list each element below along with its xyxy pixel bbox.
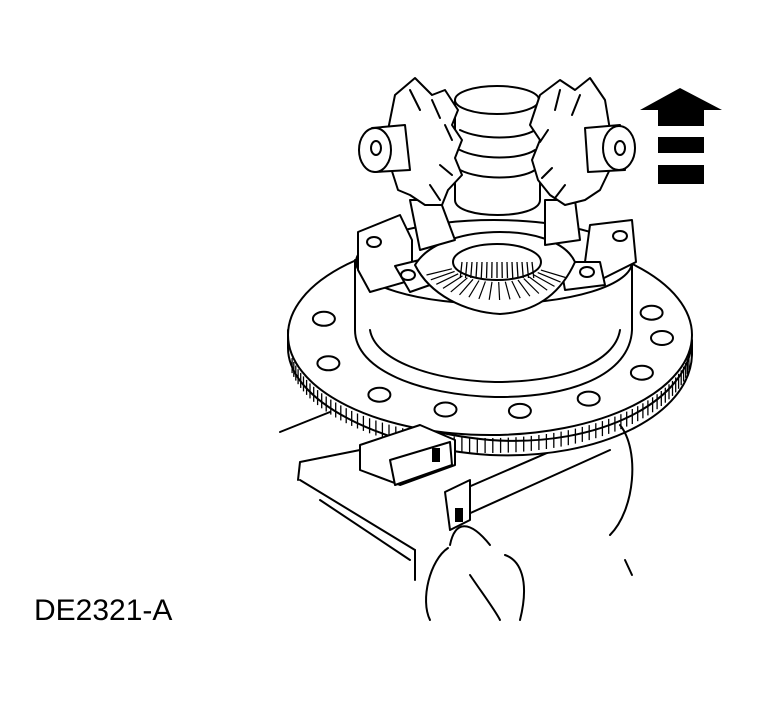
spline-tooth [464,261,468,279]
bevel-tooth [478,281,486,300]
bevel-tooth [528,276,548,291]
ring-gear-teeth: /* placeholder for tooth marks drawn bel… [291,355,690,453]
spline-tooth [531,261,535,279]
up-arrow-icon [640,88,722,184]
side-gear-splines [426,261,566,301]
bevel-tooth [430,270,455,281]
bevel-tooth [436,273,459,285]
figure-code-label: DE2321-A [34,594,173,627]
bevel-tooth [523,278,540,294]
pinion-gear-right [529,77,636,206]
pinion-shaft [409,85,581,251]
bevel-tooth [442,275,463,289]
bolt-hole [367,386,392,403]
spline-tooth [475,261,478,279]
bolt-hole [507,402,532,419]
case-ears [357,214,637,293]
bevel-tooth [533,274,555,287]
bevel-tooth [426,268,453,276]
bolt-hole [433,401,458,418]
bolt-hole [639,304,664,321]
bolt-hole [311,310,336,327]
bevel-tooth [540,269,566,279]
bevel-tooth [537,272,561,283]
bolt-hole [629,364,654,381]
bevel-tooth [468,280,480,298]
bench-fixture [279,411,611,581]
bevel-tooth [517,279,531,297]
spline-tooth [526,261,530,279]
bevel-tooth [498,281,501,301]
spline-tooth [506,261,509,279]
holding-fixture [359,424,471,531]
bevel-tooth [488,281,493,300]
spline-tooth [470,261,473,279]
bevel-tooth [504,281,511,300]
spline-tooth [480,261,483,279]
bevel-tooth [450,277,468,293]
spline-tooth [511,261,514,279]
bolt-hole [316,355,341,372]
bevel-tooth [511,280,521,299]
technician-hand [425,424,634,621]
side-gear [414,231,576,315]
spline-tooth [516,261,519,279]
spline-tooth [521,261,524,279]
flange-bolt-holes [311,304,674,419]
bolt-hole [576,390,601,407]
bolt-hole [650,330,674,346]
spline-tooth [459,261,463,279]
pinion-gear-left [358,77,463,206]
spline-tooth [485,261,488,279]
bevel-tooth [459,278,474,296]
